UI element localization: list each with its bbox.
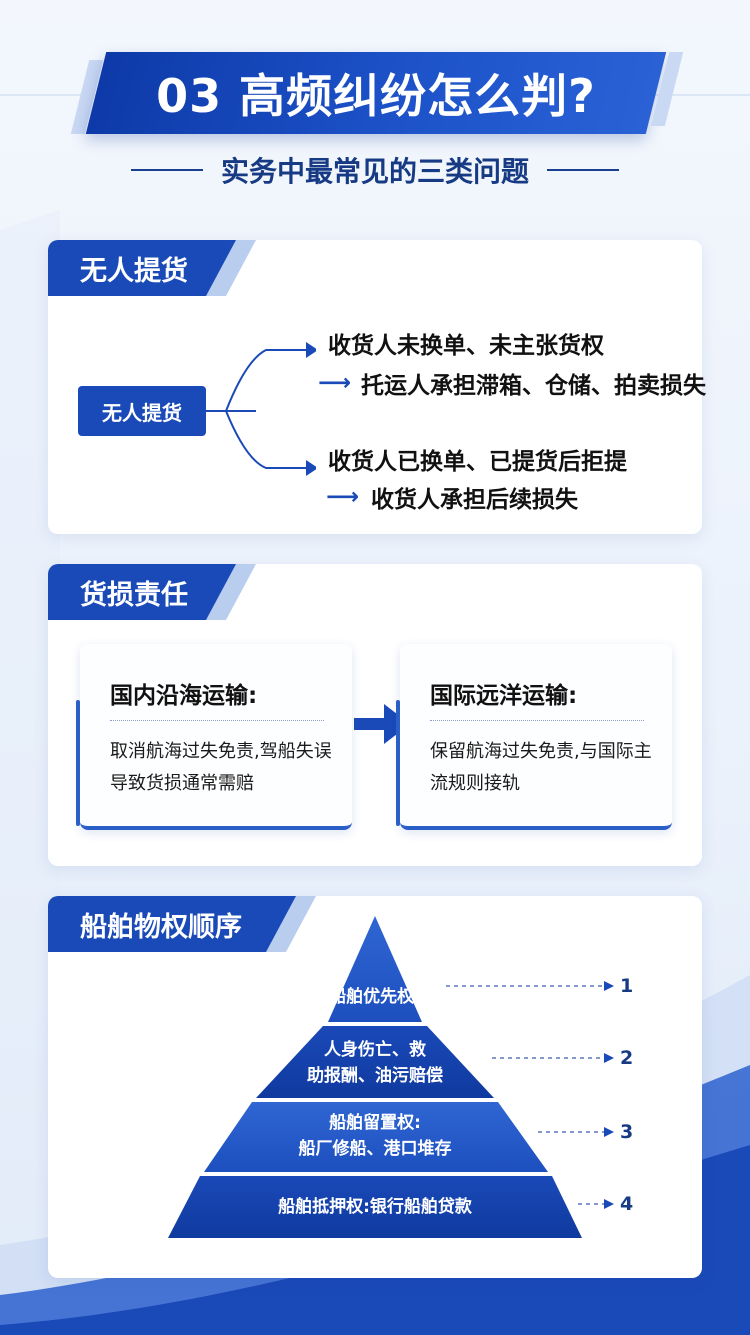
page-title: 03 高频纠纷怎么判? <box>156 69 596 123</box>
root-node-label: 无人提货 <box>78 386 206 436</box>
pyramid-tier-2 <box>256 1026 494 1098</box>
card-cargo-damage: 货损责任 国内沿海运输: 取消航海过失免责,驾船失误导致货损通常需赔 国际远洋运… <box>48 564 702 866</box>
pyramid-level-2-line2: 助报酬、油污赔偿 <box>307 1066 443 1086</box>
pyramid-tier-1 <box>328 916 422 1022</box>
section-tab-no-pickup: 无人提货 <box>48 240 236 296</box>
page-subtitle: 实务中最常见的三类问题 <box>220 155 529 188</box>
branch1-outcome-row: ⟶ 托运人承担滞箱、仓储、拍卖损失 <box>318 366 706 400</box>
subtitle-line-right <box>547 169 619 171</box>
domestic-body: 取消航海过失免责,驾船失误导致货损通常需赔 <box>110 741 332 794</box>
branch2-outcome: 收货人承担后续损失 <box>370 487 578 513</box>
pyramid-level-3-line1: 船舶留置权: <box>329 1113 421 1133</box>
right-arrow-icon: ⟶ <box>318 370 351 396</box>
rank-2: 2 <box>620 1047 634 1069</box>
pyramid-level-3-line2: 船厂修船、港口堆存 <box>298 1139 452 1159</box>
branch2-outcome-row: ⟶ 收货人承担后续损失 <box>326 480 578 514</box>
right-arrow-icon: ⟶ <box>326 484 359 510</box>
card-no-pickup: 无人提货 无人提货 收货人未换单、未主张货权 ⟶ 托运人承担滞箱、仓储、拍卖损失… <box>48 240 706 534</box>
subtitle-row: 实务中最常见的三类问题 <box>0 148 750 192</box>
section-tab-cargo-damage: 货损责任 <box>48 564 236 620</box>
pyramid-level-2-line1: 人身伤亡、救 <box>324 1040 426 1060</box>
pyramid-level-1-label: 船舶优先权: <box>329 987 421 1007</box>
pyramid-tier-4 <box>168 1176 582 1238</box>
branch-arrows <box>206 342 316 476</box>
pyramid-level-2-label: 人身伤亡、救 助报酬、油污赔偿 <box>276 1037 474 1089</box>
pyramid-level-3-label: 船舶留置权: 船厂修船、港口堆存 <box>258 1110 492 1162</box>
rank-3: 3 <box>620 1121 634 1143</box>
international-title: 国际远洋运输: <box>430 683 578 709</box>
rank-1: 1 <box>620 975 634 997</box>
pyramid-level-4-label: 船舶抵押权:银行船舶贷款 <box>278 1197 472 1217</box>
domestic-box: 国内沿海运输: 取消航海过失免责,驾船失误导致货损通常需赔 <box>76 644 352 830</box>
card-ship-rights-order: 船舶物权顺序 船舶优先权: 人身伤亡、救 助报酬、油污赔偿 船舶留置权: 船厂修… <box>48 896 702 1278</box>
section-tab-ship-rights: 船舶物权顺序 <box>48 896 296 952</box>
priority-pyramid <box>168 916 614 1238</box>
subtitle-line-left <box>130 169 203 171</box>
branch1-outcome: 托运人承担滞箱、仓储、拍卖损失 <box>360 373 706 399</box>
branch1-condition: 收货人未换单、未主张货权 <box>328 333 604 359</box>
rank-4: 4 <box>620 1193 634 1215</box>
pyramid-tier-3 <box>204 1102 548 1172</box>
divider <box>430 720 644 721</box>
divider <box>110 720 324 721</box>
international-box: 国际远洋运输: 保留航海过失免责,与国际主流规则接轨 <box>396 644 672 830</box>
branch2-condition: 收货人已换单、已提货后拒提 <box>328 449 627 475</box>
international-body: 保留航海过失免责,与国际主流规则接轨 <box>430 741 652 794</box>
domestic-title: 国内沿海运输: <box>110 683 258 709</box>
